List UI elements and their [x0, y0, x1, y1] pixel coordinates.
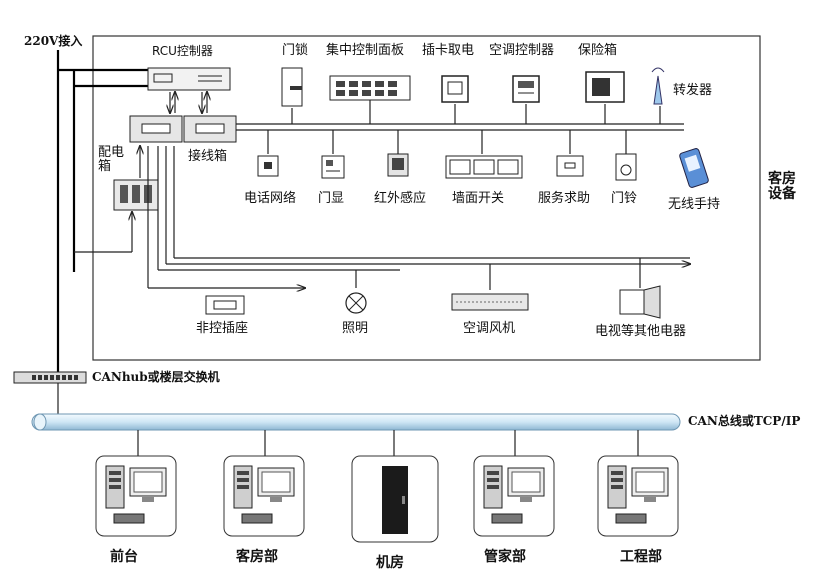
- butler-icon: [473, 455, 555, 537]
- rcu-link-arrows: [170, 92, 207, 113]
- central-panel-label: 集中控制面板: [326, 43, 405, 58]
- wireless-handheld-icon: [679, 148, 709, 188]
- distribution-box-label: 配电 箱: [98, 145, 125, 174]
- phone-network-label: 电话网络: [244, 191, 297, 206]
- card-switch-icon: [441, 75, 469, 103]
- repeater-icon: [651, 67, 665, 105]
- rcu-label: RCU控制器: [152, 44, 213, 58]
- infrared-sensor-label: 红外感应: [374, 191, 427, 206]
- door-lock-icon: [281, 67, 303, 107]
- door-lock-label: 门锁: [282, 43, 309, 58]
- ac-fan-label: 空调风机: [463, 321, 516, 336]
- front-desk-label: 前台: [110, 549, 138, 565]
- butler-label: 管家部: [484, 549, 526, 565]
- doorbell-label: 门铃: [611, 191, 638, 206]
- wall-switch-icon: [445, 155, 523, 179]
- door-display-icon: [321, 155, 345, 179]
- server-room-label: 机房: [376, 555, 404, 571]
- ac-fan-icon: [451, 293, 529, 311]
- power-input-lines: [56, 50, 150, 372]
- rcu-controller-icon: [147, 67, 231, 91]
- can-hub-label: CANhub或楼层交换机: [92, 370, 220, 384]
- infrared-sensor-icon: [387, 153, 409, 177]
- power-feed-lines: [147, 146, 690, 290]
- wall-switch-label: 墙面开关: [452, 191, 505, 206]
- door-display-label: 门显: [318, 191, 345, 206]
- junction-box-label: 接线箱: [188, 149, 228, 164]
- service-request-icon: [556, 155, 584, 177]
- tv-appliance-label: 电视等其他电器: [595, 324, 687, 339]
- engineering-icon: [597, 455, 679, 537]
- ac-controller-icon: [512, 75, 540, 103]
- uncontrolled-socket-icon: [205, 295, 245, 315]
- safe-label: 保险箱: [578, 43, 618, 58]
- repeater-label: 转发器: [673, 83, 713, 98]
- engineering-label: 工程部: [620, 549, 662, 565]
- central-panel-icon: [329, 75, 411, 101]
- safe-box-icon: [585, 71, 625, 103]
- junction-box-icon: [129, 115, 237, 143]
- can-hub-icon: [13, 371, 87, 384]
- wireless-handheld-label: 无线手持: [668, 197, 721, 212]
- tv-appliance-icon: [619, 285, 661, 319]
- lighting-bulb-icon: [345, 292, 367, 314]
- can-bus-pipe: [31, 413, 681, 431]
- room-bus-lines: [236, 123, 684, 131]
- ac-controller-label: 空调控制器: [489, 43, 555, 58]
- power-input-label: 220V接入: [24, 34, 83, 48]
- housekeeping-label: 客房部: [236, 549, 278, 565]
- lighting-label: 照明: [342, 321, 369, 336]
- service-request-label: 服务求助: [538, 191, 591, 206]
- card-switch-label: 插卡取电: [422, 43, 475, 58]
- phone-network-icon: [257, 155, 279, 177]
- uncontrolled-socket-label: 非控插座: [196, 321, 249, 336]
- room-equipment-label: 客房 设备: [768, 171, 796, 202]
- distribution-box-icon: [113, 179, 159, 211]
- housekeeping-icon: [223, 455, 305, 537]
- server-room-icon: [351, 455, 439, 543]
- can-bus-label: CAN总线或TCP/IP: [688, 414, 801, 428]
- front-desk-icon: [95, 455, 177, 537]
- room-equipment-frame: [92, 35, 761, 361]
- doorbell-icon: [615, 153, 637, 181]
